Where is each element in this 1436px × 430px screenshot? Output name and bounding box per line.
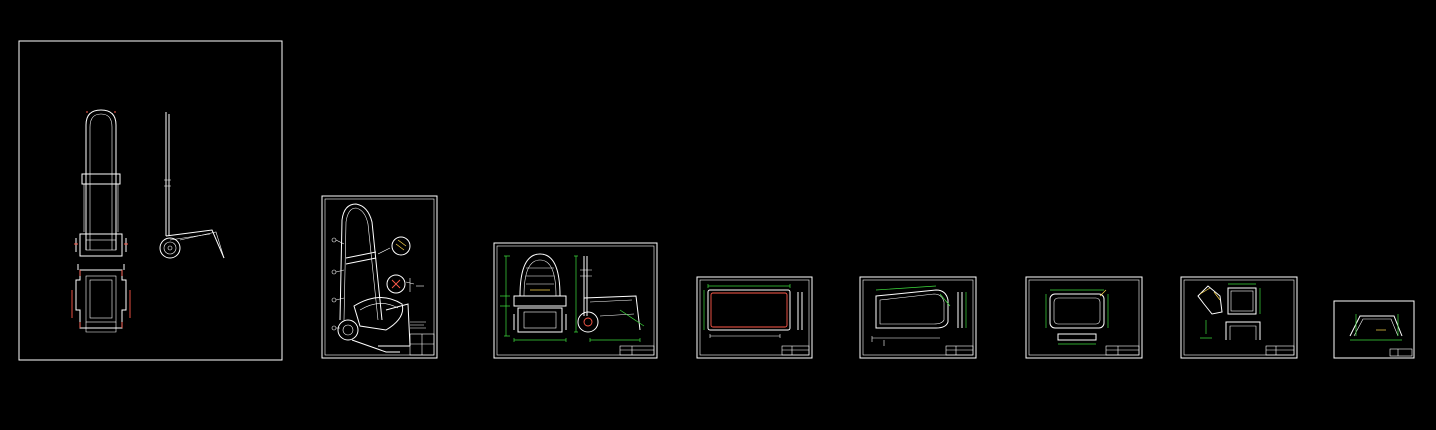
trolley-top-view <box>71 264 131 333</box>
trolley-front-view <box>74 109 128 257</box>
drawing-sheet-1[interactable] <box>18 40 283 361</box>
trolley-isometric-view <box>331 203 435 356</box>
sheet-1-border <box>18 40 283 361</box>
frame-part-b-view <box>871 285 967 346</box>
frame-part-c-view <box>1045 289 1109 345</box>
sheet-8-border <box>1333 300 1415 359</box>
frame-part-a-view <box>703 284 803 338</box>
sheet-2-border <box>321 195 438 359</box>
drawing-sheet-8[interactable] <box>1333 300 1415 359</box>
sheet-8-title-block <box>1389 348 1413 357</box>
sheet-3-title-block <box>619 345 655 356</box>
sheet-5-border <box>859 276 977 359</box>
drawing-sheet-3[interactable] <box>493 242 658 359</box>
drawing-sheet-6[interactable] <box>1025 276 1143 359</box>
trolley-front-view-dimensioned <box>500 253 567 342</box>
bent-profile-view <box>1349 314 1403 341</box>
sheet-6-title-block <box>1105 345 1140 356</box>
drawing-sheet-5[interactable] <box>859 276 977 359</box>
sheet-6-border <box>1025 276 1143 359</box>
drawing-sheet-2[interactable] <box>321 195 438 359</box>
sheet-7-title-block <box>1265 345 1295 356</box>
sheet-4-title-block <box>781 345 810 356</box>
trolley-side-view-dimensioned <box>574 255 645 342</box>
drawing-sheet-7[interactable] <box>1180 276 1298 359</box>
sheet-4-border <box>696 276 813 359</box>
sheet-5-title-block <box>945 345 974 356</box>
drawing-sheet-4[interactable] <box>696 276 813 359</box>
sheet-7-border <box>1180 276 1298 359</box>
trolley-side-view <box>159 112 225 259</box>
bracket-parts-views <box>1197 283 1261 340</box>
sheet-3-border <box>493 242 658 359</box>
